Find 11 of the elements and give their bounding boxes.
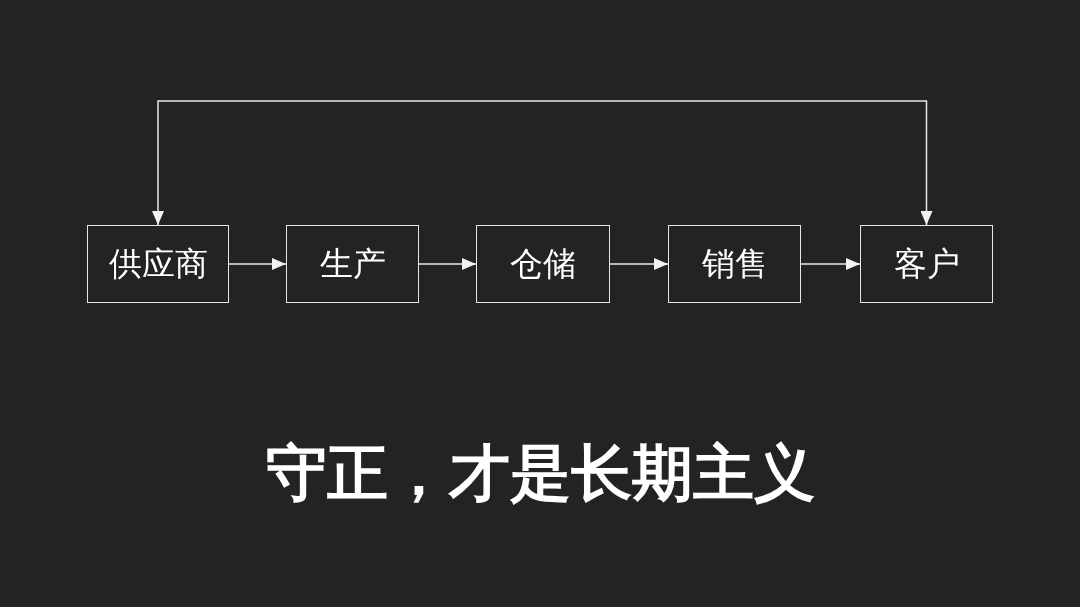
process-box: 生产 bbox=[286, 225, 419, 303]
slogan-text: 守正，才是长期主义 bbox=[264, 438, 816, 509]
arrow bbox=[609, 258, 669, 270]
arrow bbox=[152, 100, 933, 226]
process-box: 仓储 bbox=[476, 225, 610, 303]
process-box: 客户 bbox=[860, 225, 993, 303]
process-box: 供应商 bbox=[87, 225, 229, 303]
arrow bbox=[800, 258, 861, 270]
arrow bbox=[418, 258, 477, 270]
arrow bbox=[228, 258, 287, 270]
process-box: 销售 bbox=[668, 225, 801, 303]
